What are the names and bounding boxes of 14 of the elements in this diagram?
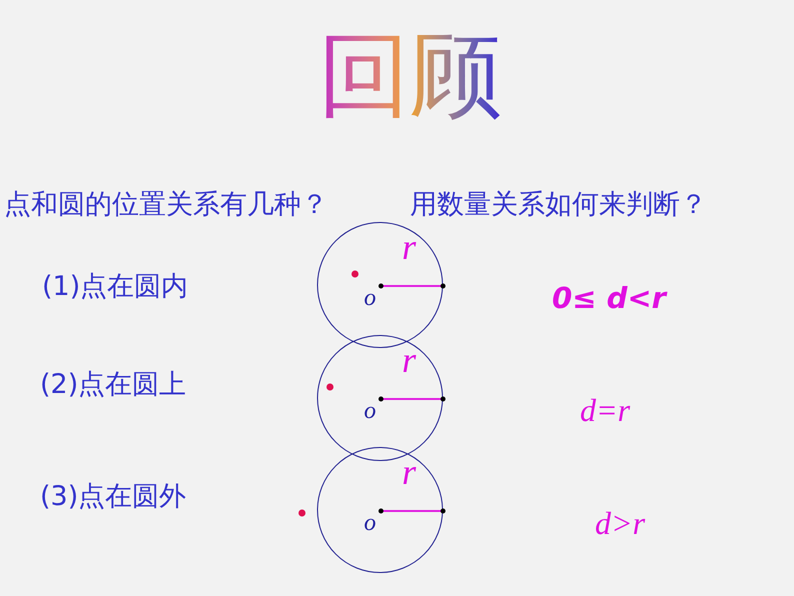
- radius-label: r: [402, 229, 416, 265]
- center-label: o: [364, 399, 376, 423]
- question-text: 点和圆的位置关系有几种？: [4, 188, 328, 222]
- question-text: 用数量关系如何来判断？: [410, 188, 707, 222]
- center-label: o: [364, 511, 376, 535]
- inequality-text: d>r: [595, 504, 646, 543]
- case-label: (2)点在圆上: [40, 368, 186, 402]
- radius-label: r: [402, 342, 416, 378]
- case-label: (3)点在圆外: [40, 480, 186, 514]
- inequality-text: 0≤ d<r: [552, 280, 666, 316]
- case-label: (1)点在圆内: [42, 270, 188, 304]
- radius-label: r: [402, 454, 416, 490]
- center-label: o: [364, 286, 376, 310]
- equation-text: d=r: [580, 391, 630, 430]
